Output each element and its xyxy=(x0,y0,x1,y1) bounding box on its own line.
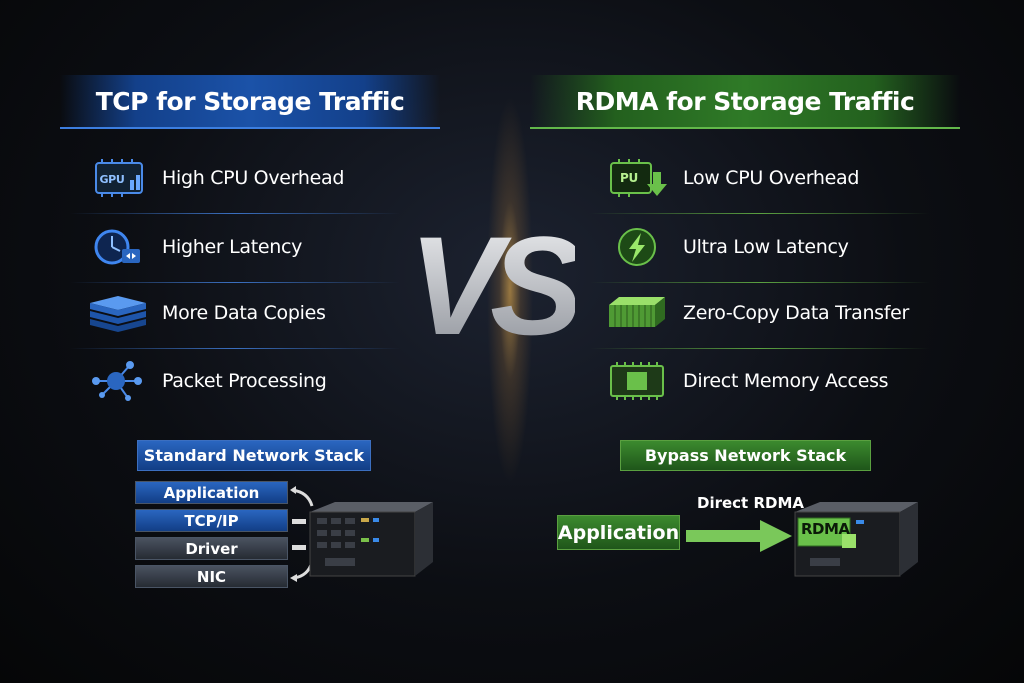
tcp-title-banner: TCP for Storage Traffic xyxy=(60,75,440,129)
stack-layer-driver: Driver xyxy=(135,537,288,560)
tcp-title: TCP for Storage Traffic xyxy=(95,86,405,116)
tcp-item-copies: More Data Copies xyxy=(88,293,326,333)
item-label: Zero-Copy Data Transfer xyxy=(683,302,910,324)
svg-text:PU: PU xyxy=(620,171,638,185)
vs-text: VS xyxy=(405,205,584,367)
rdma-server: RDMA xyxy=(790,500,920,578)
svg-text:GPU: GPU xyxy=(99,173,124,186)
memory-block-icon xyxy=(605,293,669,333)
item-label: Ultra Low Latency xyxy=(683,236,849,258)
item-label: Packet Processing xyxy=(162,370,327,392)
network-nodes-icon xyxy=(88,361,148,401)
layers-icon xyxy=(88,293,148,333)
cpu-down-icon: PU xyxy=(605,158,669,198)
server-icon xyxy=(794,502,918,577)
direct-rdma-arrow-icon xyxy=(686,520,792,552)
divider xyxy=(70,213,400,214)
divider xyxy=(70,348,400,349)
tcp-item-cpu: GPU High CPU Overhead xyxy=(88,158,344,198)
item-label: More Data Copies xyxy=(162,302,326,324)
stack-layer-application: Application xyxy=(135,481,288,504)
stack-layer-nic: NIC xyxy=(135,565,288,588)
item-label: High CPU Overhead xyxy=(162,167,345,189)
item-label: Low CPU Overhead xyxy=(683,167,860,189)
lightning-icon xyxy=(605,227,669,267)
divider xyxy=(590,282,930,283)
divider xyxy=(590,213,930,214)
rdma-title: RDMA for Storage Traffic xyxy=(575,86,915,116)
rdma-item-cpu: PU Low CPU Overhead xyxy=(605,158,859,198)
center-glow xyxy=(485,80,535,500)
rdma-title-banner: RDMA for Storage Traffic xyxy=(530,75,960,129)
standard-stack-label: Standard Network Stack xyxy=(137,440,371,471)
cpu-icon: GPU xyxy=(88,158,148,198)
stack-arrows-icon xyxy=(290,486,314,582)
divider xyxy=(70,282,400,283)
rdma-application-box: Application xyxy=(557,515,680,550)
clock-icon xyxy=(88,227,148,267)
tcp-item-packet: Packet Processing xyxy=(88,361,327,401)
rdma-item-zerocopy: Zero-Copy Data Transfer xyxy=(605,293,909,333)
tcp-item-latency: Higher Latency xyxy=(88,227,302,267)
stack-layer-tcpip: TCP/IP xyxy=(135,509,288,532)
divider xyxy=(590,348,930,349)
item-label: Higher Latency xyxy=(162,236,303,258)
rdma-server-label: RDMA xyxy=(801,520,850,538)
memory-chip-icon xyxy=(605,361,669,401)
item-label: Direct Memory Access xyxy=(683,370,889,392)
server-icon xyxy=(309,502,433,577)
direct-rdma-label: Direct RDMA xyxy=(697,494,804,512)
rdma-item-latency: Ultra Low Latency xyxy=(605,227,849,267)
bypass-stack-label: Bypass Network Stack xyxy=(620,440,871,471)
rdma-item-dma: Direct Memory Access xyxy=(605,361,889,401)
